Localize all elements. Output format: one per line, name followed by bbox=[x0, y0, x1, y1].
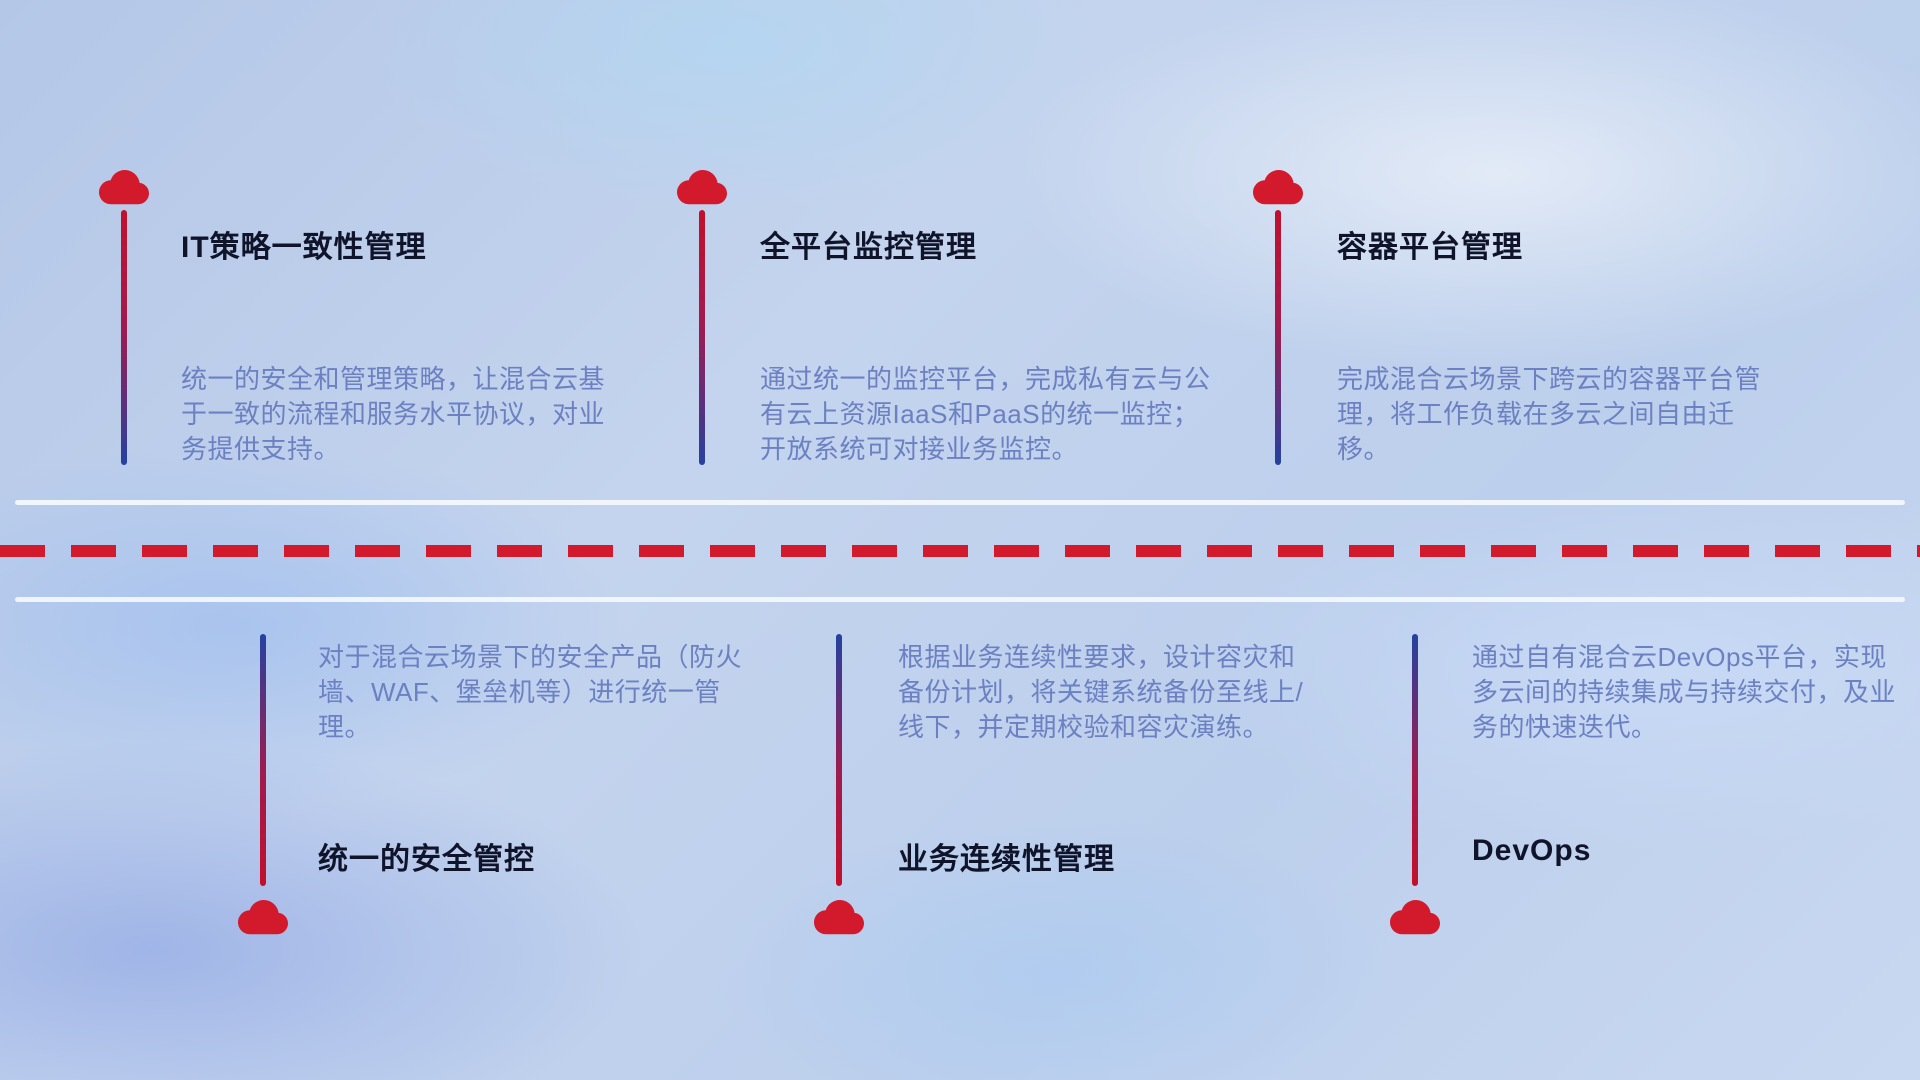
connector-line bbox=[1412, 634, 1418, 886]
item-description: 完成混合云场景下跨云的容器平台管理，将工作负载在多云之间自由迁移。 bbox=[1337, 364, 1762, 464]
item-title: DevOps bbox=[1472, 834, 1592, 867]
item-description: 对于混合云场景下的安全产品（防火墙、WAF、堡垒机等）进行统一管理。 bbox=[318, 642, 743, 742]
cloud-icon bbox=[812, 898, 866, 936]
connector-line bbox=[836, 634, 842, 886]
item-description: 统一的安全和管理策略，让混合云基于一致的流程和服务水平协议，对业务提供支持。 bbox=[181, 364, 606, 464]
item-description: 通过自有混合云DevOps平台，实现多云间的持续集成与持续交付，及业务的快速迭代… bbox=[1472, 642, 1897, 742]
connector-line bbox=[121, 210, 127, 465]
cloud-icon bbox=[675, 168, 729, 206]
timeline-lower-line bbox=[15, 597, 1905, 602]
item-description: 根据业务连续性要求，设计容灾和备份计划，将关键系统备份至线上/线下，并定期校验和… bbox=[898, 642, 1304, 742]
cloud-icon bbox=[1388, 898, 1442, 936]
item-title: 统一的安全管控 bbox=[318, 843, 535, 876]
item-title: 容器平台管理 bbox=[1337, 231, 1523, 264]
cloud-icon bbox=[1251, 168, 1305, 206]
timeline-upper-line bbox=[15, 500, 1905, 505]
connector-line bbox=[260, 634, 266, 886]
item-title: IT策略一致性管理 bbox=[181, 231, 427, 264]
cloud-icon bbox=[97, 168, 151, 206]
cloud-icon bbox=[236, 898, 290, 936]
connector-line bbox=[1275, 210, 1281, 465]
connector-line bbox=[699, 210, 705, 465]
item-description: 通过统一的监控平台，完成私有云与公有云上资源IaaS和PaaS的统一监控；开放系… bbox=[760, 364, 1211, 464]
item-title: 业务连续性管理 bbox=[898, 843, 1115, 876]
timeline-dashed-line bbox=[0, 545, 1920, 557]
item-title: 全平台监控管理 bbox=[760, 231, 977, 264]
